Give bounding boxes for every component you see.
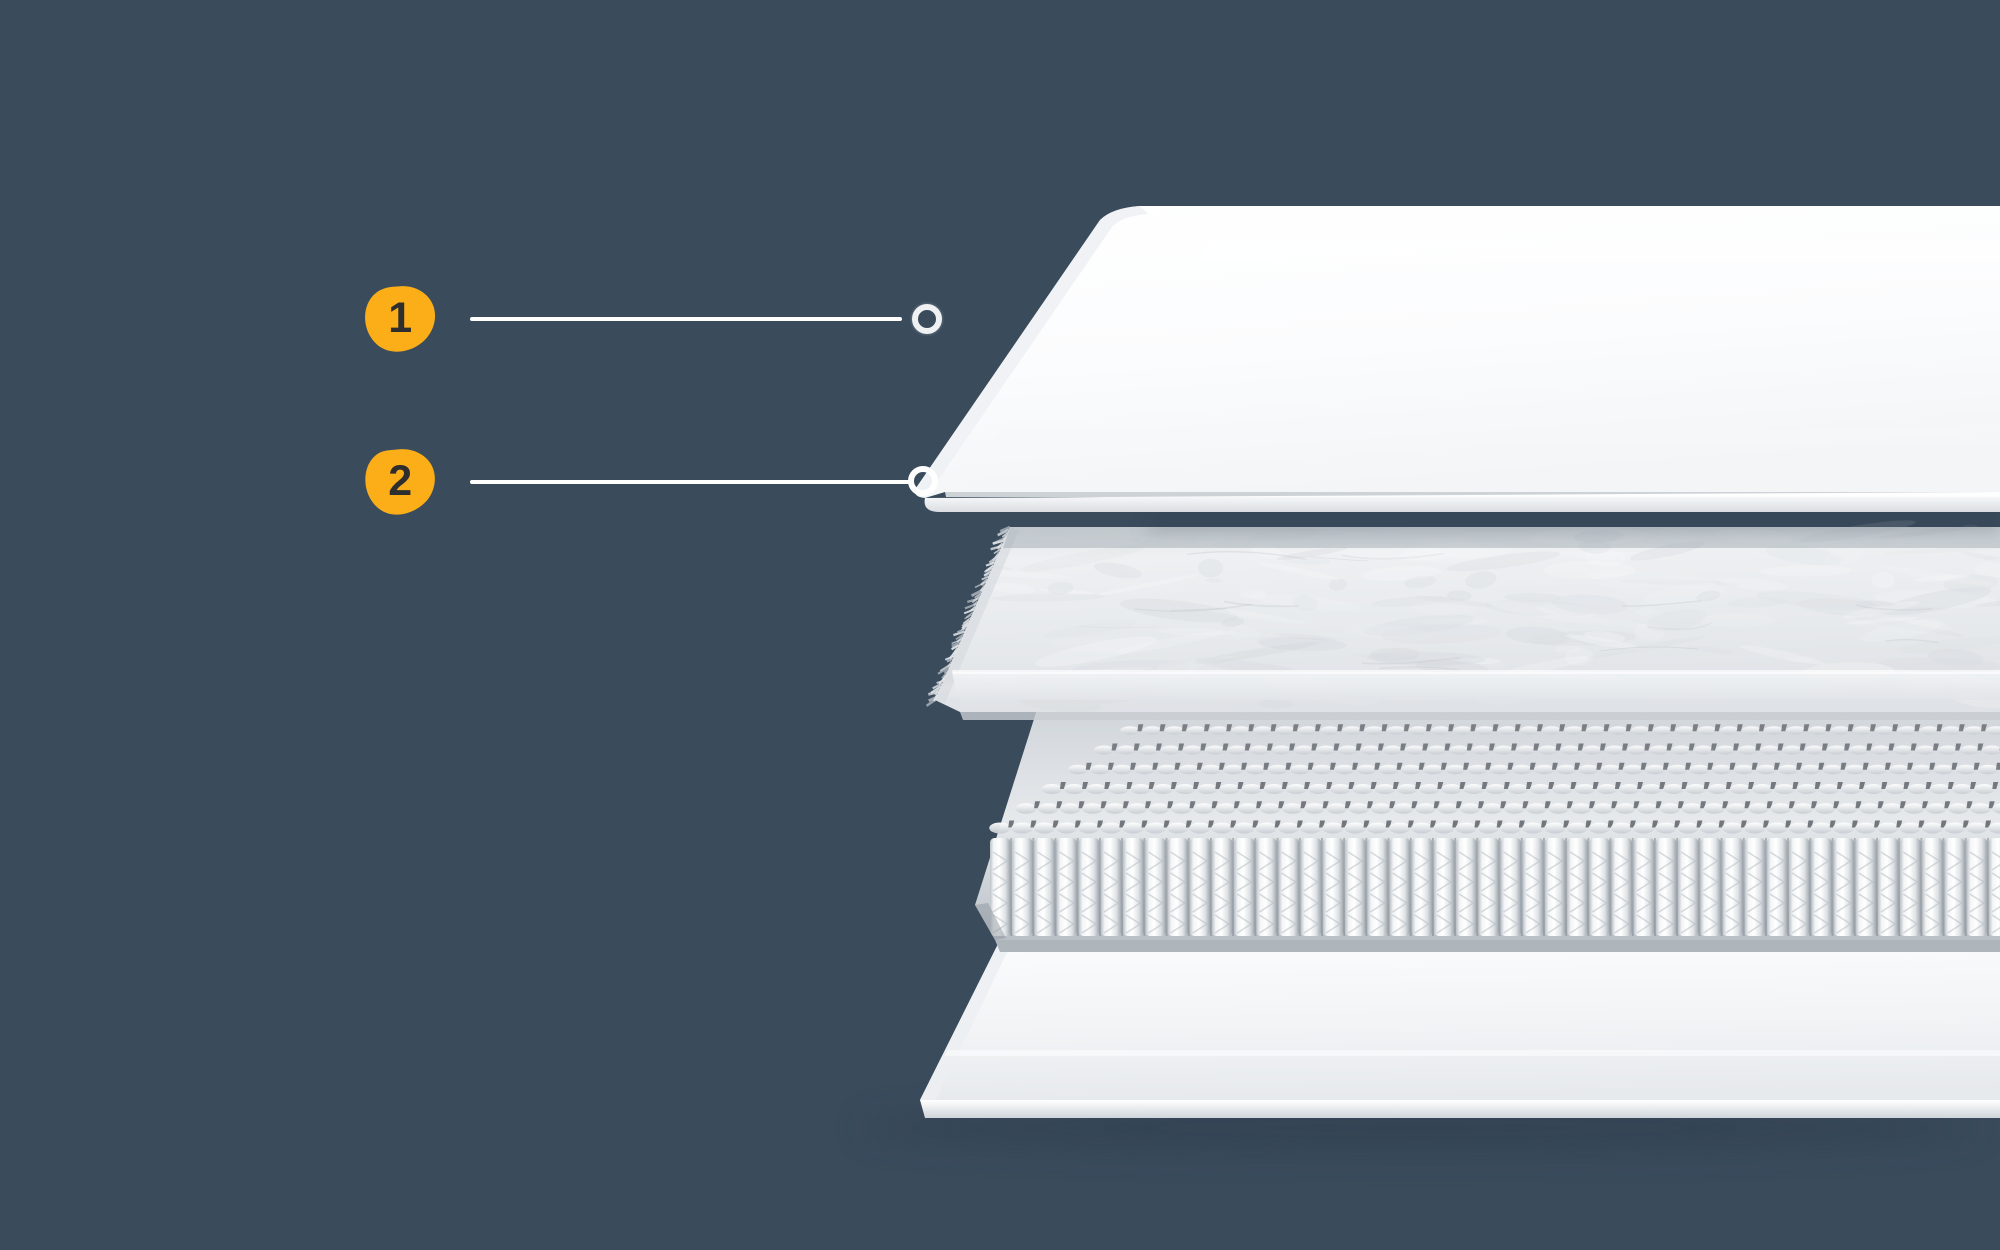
badge-1-number: 1: [388, 293, 412, 342]
endpoint-ring-2[interactable]: [908, 466, 938, 496]
badge-2-number: 2: [388, 456, 412, 505]
callout-1[interactable]: 1: [364, 285, 946, 353]
spring-coil-grid: [989, 705, 2000, 936]
badge-1[interactable]: 1: [364, 285, 436, 353]
number-badge-blob-icon: [365, 449, 435, 515]
layer-top-comfort: [915, 206, 2000, 530]
layer-fibre-pad: [925, 520, 2000, 720]
badge-2[interactable]: 2: [364, 448, 436, 516]
endpoint-ring-1[interactable]: [912, 304, 942, 334]
layer-base-foundation: [860, 940, 2000, 1150]
number-badge-blob-icon: [365, 286, 436, 352]
callout-2[interactable]: 2: [364, 448, 942, 516]
layer-pocket-springs: [975, 700, 2000, 952]
leader-line-1: [470, 317, 902, 321]
leader-line-2: [470, 480, 913, 484]
